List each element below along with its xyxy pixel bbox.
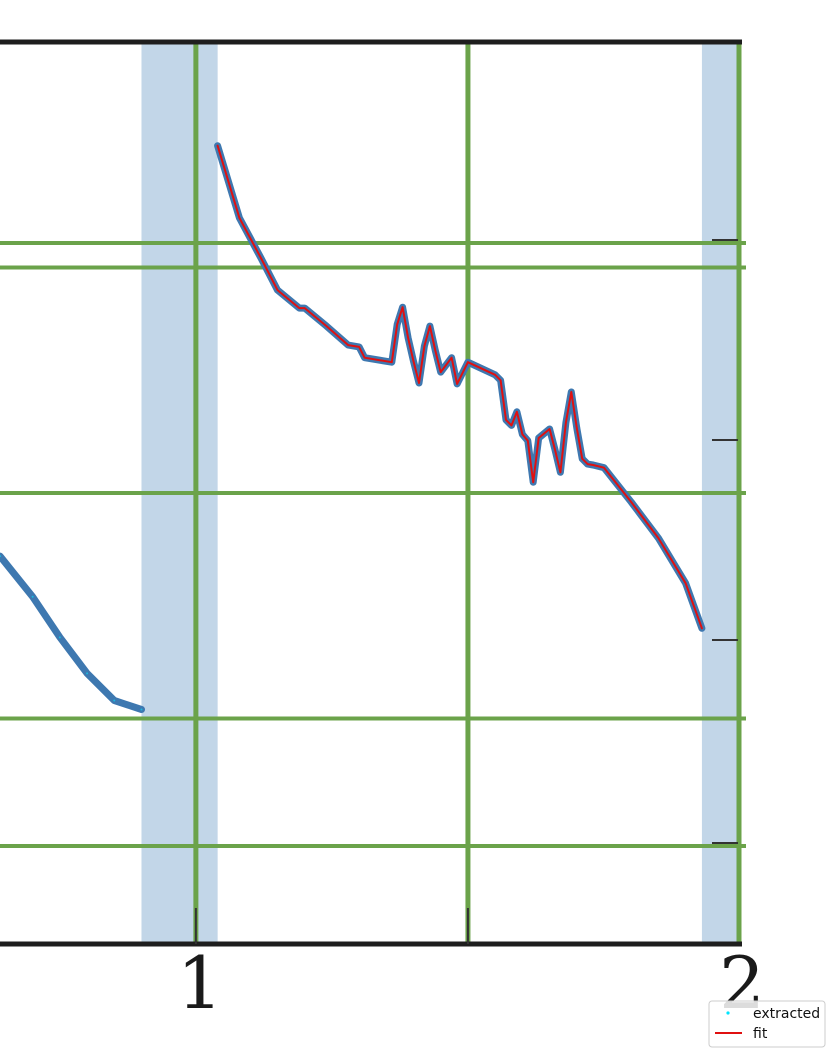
legend-marker-extracted: [726, 1011, 730, 1015]
plot-frame: [0, 39, 742, 947]
legend-label-fit: fit: [753, 1026, 768, 1042]
series-extracted-source-line: [0, 552, 145, 713]
series-extracted: [0, 552, 145, 713]
series-extracted-point-0: [0, 555, 1, 558]
series-fit: [214, 142, 706, 632]
legend-box: [708, 1000, 826, 1048]
series-extracted-point-2: [58, 636, 61, 639]
series: [0, 142, 706, 713]
legend: extracted fit: [708, 1000, 826, 1048]
series-extracted-point-4: [113, 699, 116, 702]
series-extracted-point-3: [86, 672, 89, 675]
series-fit-line: [216, 144, 703, 630]
series-extracted-point-1: [31, 595, 34, 598]
grid: [0, 42, 746, 944]
series-fit-source-line: [214, 142, 706, 632]
legend-label-extracted: extracted: [753, 1006, 820, 1022]
series-extracted-point-5: [140, 708, 143, 711]
x-tick-label-1: 1: [177, 941, 223, 1025]
